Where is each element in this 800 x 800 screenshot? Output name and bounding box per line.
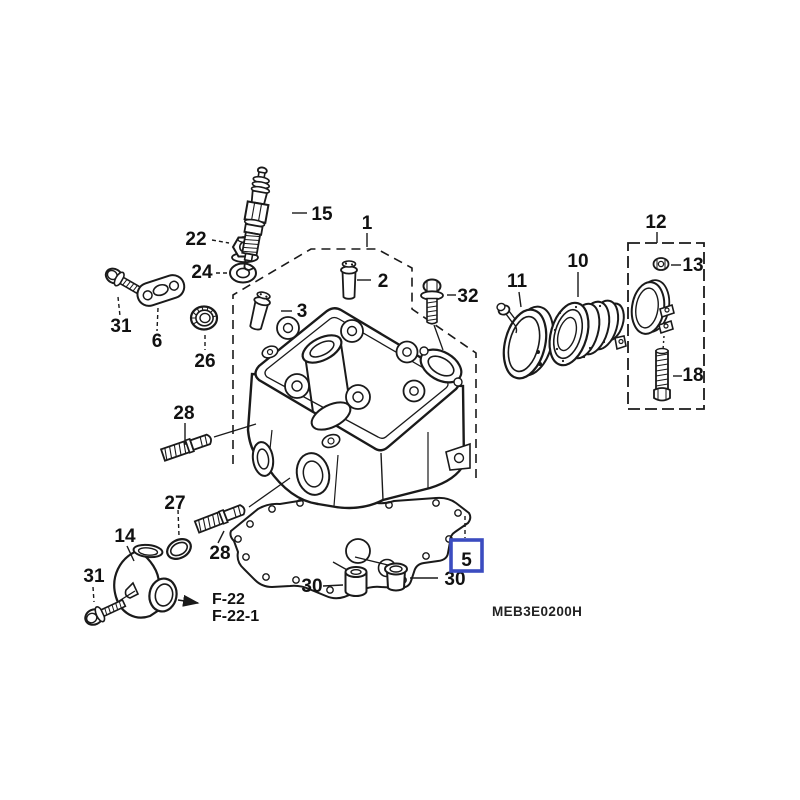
callout-28-lower[interactable]: 28 — [209, 543, 230, 564]
part-seal-drawing — [189, 305, 219, 331]
part-valve-guide-2-drawing — [340, 260, 358, 300]
callout-12[interactable]: 12 — [645, 212, 666, 233]
part-exhaust-clamp-drawing — [630, 279, 675, 351]
callout-3[interactable]: 3 — [297, 301, 308, 322]
part-band-clamp-drawing — [496, 302, 555, 380]
sub-assembly-box — [627, 242, 705, 410]
callout-18[interactable]: 18 — [682, 365, 703, 386]
part-flange-bolt-32-drawing — [420, 278, 444, 325]
part-valve-guide-3-drawing — [249, 291, 271, 331]
callout-15[interactable]: 15 — [311, 204, 333, 225]
bolt-32-leader — [433, 324, 444, 351]
callout-28-upper[interactable]: 28 — [173, 403, 194, 424]
callout-26[interactable]: 26 — [194, 351, 215, 372]
callout-6[interactable]: 6 — [152, 331, 163, 352]
callout-31-lower[interactable]: 31 — [83, 566, 105, 587]
callout-11[interactable]: 11 — [507, 271, 528, 292]
part-cylinder-head-drawing — [246, 307, 471, 510]
part-dowel-pin-right-drawing — [384, 562, 408, 592]
callout-14[interactable]: 14 — [114, 526, 136, 547]
part-stud-bolt-upper-drawing — [159, 433, 212, 462]
part-insulator-boot-drawing — [548, 299, 627, 367]
part-plate-drawing — [136, 274, 186, 307]
callout-5[interactable]: 5 — [461, 550, 472, 571]
callout-32[interactable]: 32 — [457, 286, 478, 307]
part-stud-bolt-lower-drawing — [193, 504, 246, 534]
part-flange-bolt-lower-drawing — [84, 598, 127, 626]
ref-link-f22-1[interactable]: F-22-1 — [212, 608, 259, 625]
part-dowel-pin-left-drawing — [344, 566, 368, 597]
highlight-box[interactable] — [449, 538, 484, 573]
part-cylinder-head-gasket-drawing — [229, 495, 472, 600]
part-o-ring-drawing — [166, 538, 192, 560]
part-clamp-bolt-drawing — [653, 347, 671, 402]
callout-13[interactable]: 13 — [682, 255, 703, 276]
callout-27[interactable]: 27 — [164, 493, 185, 514]
ref-arrow — [177, 594, 200, 607]
callout-31-upper[interactable]: 31 — [110, 316, 132, 337]
callout-2[interactable]: 2 — [378, 271, 389, 292]
callout-22[interactable]: 22 — [185, 229, 206, 250]
callout-1[interactable]: 1 — [362, 213, 373, 234]
highlighted-callout-5[interactable]: 5 — [449, 538, 484, 573]
part-small-nut-drawing — [652, 257, 670, 271]
part-washer-drawing — [229, 262, 257, 284]
stud-leader-lines — [213, 423, 291, 508]
callout-30-right[interactable]: 30 — [444, 569, 465, 590]
callout-24[interactable]: 24 — [191, 262, 213, 283]
callout-30-left[interactable]: 30 — [301, 576, 322, 597]
part-spark-plug-drawing — [241, 166, 271, 272]
elbow-bolt-leader — [118, 590, 136, 602]
callout-10[interactable]: 10 — [567, 251, 588, 272]
leader-lines — [92, 212, 682, 603]
part-water-elbow-drawing — [113, 543, 178, 619]
ref-link-f22[interactable]: F-22 — [212, 591, 245, 608]
diagram-code: MEB3E0200H — [492, 604, 582, 619]
assembly-boundary — [232, 248, 477, 481]
